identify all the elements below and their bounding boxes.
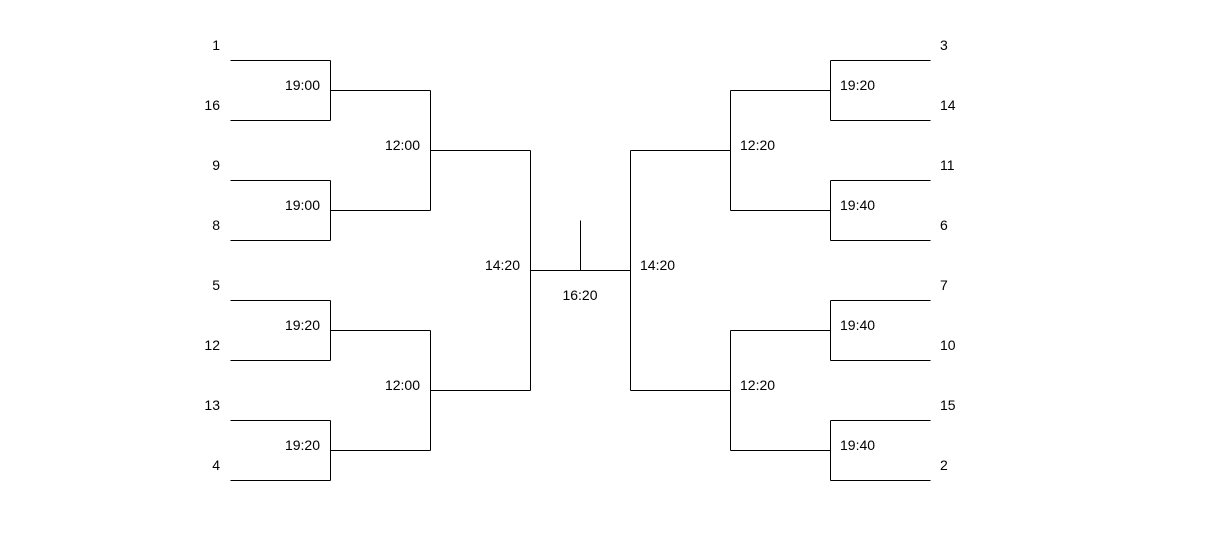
match-time-right-r2-2: 12:20 — [740, 377, 776, 393]
match-time-left-r1-1: 19:00 — [284, 77, 320, 93]
seed-label-right-2: 14 — [940, 97, 956, 113]
match-time-left-r1-4: 19:20 — [284, 437, 320, 453]
match-time-right-r1-2: 19:40 — [840, 197, 876, 213]
match-time-right-r1-1: 19:20 — [840, 77, 876, 93]
seed-label-left-2: 16 — [204, 97, 220, 113]
seed-label-right-8: 2 — [940, 457, 948, 473]
seed-label-left-4: 8 — [212, 217, 220, 233]
seed-label-right-6: 10 — [940, 337, 956, 353]
seed-label-left-3: 9 — [212, 157, 220, 173]
seed-label-left-5: 5 — [212, 277, 220, 293]
match-time-left-r1-2: 19:00 — [284, 197, 320, 213]
seed-label-left-1: 1 — [212, 37, 220, 53]
seed-label-left-8: 4 — [212, 457, 220, 473]
seed-label-right-4: 6 — [940, 217, 948, 233]
match-time-right-r1-4: 19:40 — [840, 437, 876, 453]
seed-label-right-3: 11 — [940, 157, 955, 173]
match-time-final: 16:20 — [562, 287, 598, 303]
seed-label-left-7: 13 — [204, 397, 220, 413]
seed-label-right-7: 15 — [940, 397, 956, 413]
match-time-left-semifinal: 14:20 — [484, 257, 520, 273]
match-time-left-r2-2: 12:00 — [384, 377, 420, 393]
match-time-right-r1-3: 19:40 — [840, 317, 876, 333]
seed-label-right-1: 3 — [940, 37, 948, 53]
seed-label-left-6: 12 — [204, 337, 220, 353]
match-time-left-r2-1: 12:00 — [384, 137, 420, 153]
match-time-right-semifinal: 14:20 — [640, 257, 676, 273]
match-time-right-r2-1: 12:20 — [740, 137, 776, 153]
match-time-left-r1-3: 19:20 — [284, 317, 320, 333]
seed-label-right-5: 7 — [940, 277, 948, 293]
